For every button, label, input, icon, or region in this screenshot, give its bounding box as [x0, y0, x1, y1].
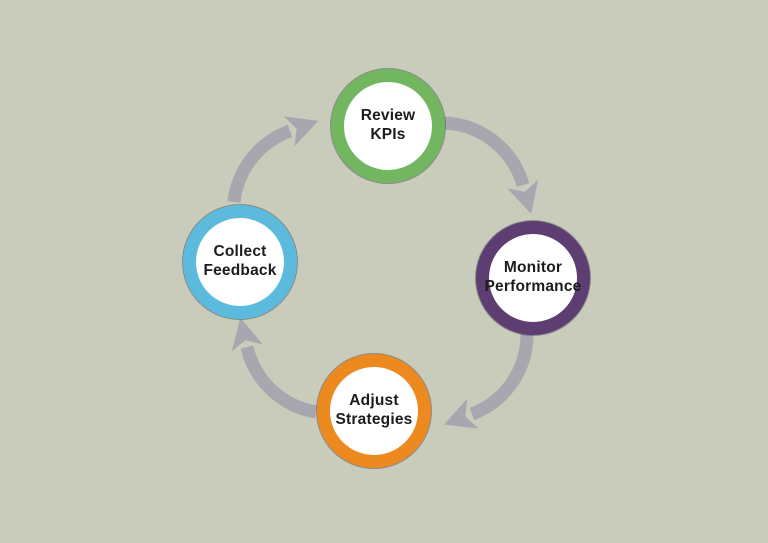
- node-review-kpis: Review KPIs: [331, 69, 445, 183]
- arrow-review-to-monitor-icon: [443, 116, 539, 214]
- node-label-line: Strategies: [335, 411, 413, 428]
- node-monitor-performance: Monitor Performance: [476, 221, 590, 335]
- arrow-monitor-to-adjust-icon: [443, 333, 534, 429]
- node-adjust-strategies-label: Adjust Strategies: [336, 392, 413, 429]
- arrow-adjust-to-collect-icon: [231, 317, 318, 419]
- node-label-line: KPIs: [370, 126, 406, 143]
- arrow-collect-to-review-icon: [227, 116, 319, 203]
- node-adjust-strategies: Adjust Strategies: [317, 354, 431, 468]
- node-monitor-performance-label: Monitor Performance: [485, 259, 582, 296]
- node-label-line: Feedback: [203, 262, 277, 279]
- node-label-line: Adjust: [349, 392, 399, 410]
- node-label-line: Monitor: [503, 259, 563, 277]
- node-label-line: Review: [360, 107, 416, 125]
- node-collect-feedback-label: Collect Feedback: [203, 243, 276, 280]
- node-label-line: Collect: [213, 243, 267, 261]
- node-review-kpis-label: Review KPIs: [361, 107, 416, 144]
- node-label-line: Performance: [484, 278, 582, 295]
- node-collect-feedback: Collect Feedback: [183, 205, 297, 319]
